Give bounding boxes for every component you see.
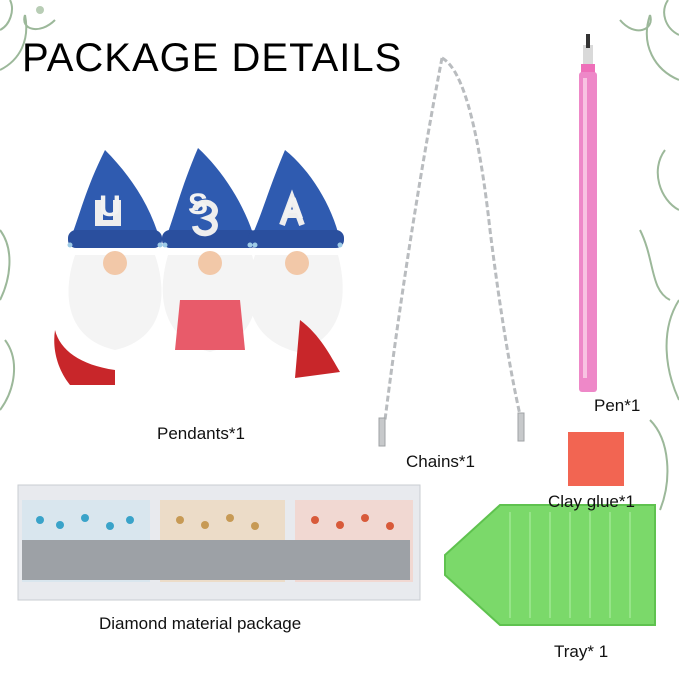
pen-image <box>579 34 597 392</box>
pen-caption: Pen*1 <box>594 396 641 415</box>
pendant-letter-s: S <box>187 188 208 221</box>
gnome-left <box>54 150 162 385</box>
pendant-letter-u: U <box>99 190 121 223</box>
diamond-package-caption: Diamond material package <box>99 614 302 633</box>
chains-caption: Chains*1 <box>406 452 475 471</box>
corner-ornament-right <box>649 299 679 511</box>
clay-glue-caption: Clay glue*1 <box>548 492 635 511</box>
corner-ornament-top-right <box>619 0 679 301</box>
corner-ornament-top-left <box>0 0 56 71</box>
chain-image <box>378 56 525 447</box>
clay-glue-image <box>568 432 624 486</box>
page-title: PACKAGE DETAILS <box>22 36 403 80</box>
gnome-pendants-image <box>54 148 344 385</box>
corner-ornament-left <box>0 229 16 411</box>
rhinestone-dots <box>67 242 343 248</box>
tray-caption: Tray* 1 <box>554 642 609 661</box>
gnome-right <box>248 150 344 378</box>
diamond-package-image <box>17 484 421 601</box>
tray-image <box>444 504 656 626</box>
pendants-caption: Pendants*1 <box>157 424 245 443</box>
gnome-middle <box>162 148 258 352</box>
pendant-letter-a: A <box>282 192 304 225</box>
